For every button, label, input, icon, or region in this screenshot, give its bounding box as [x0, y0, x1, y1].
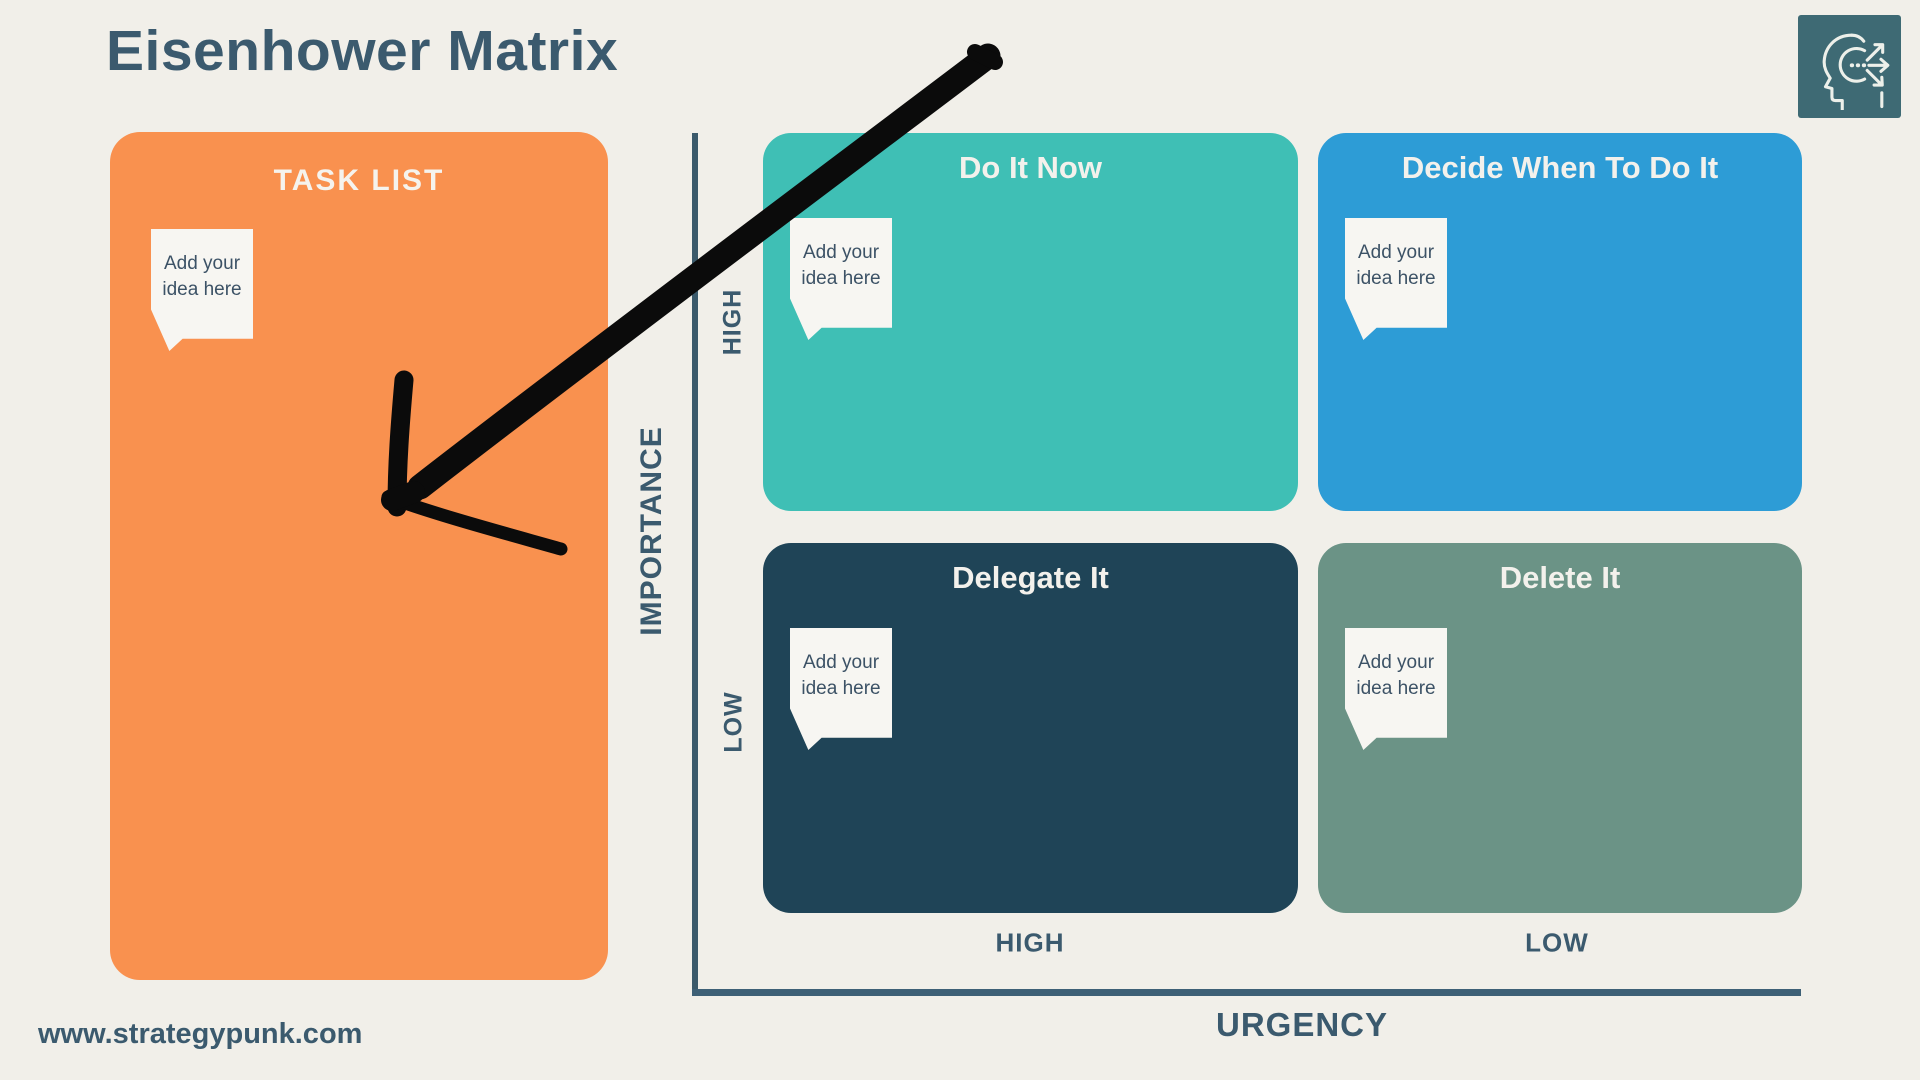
quadrant-decide-when: Decide When To Do It Add your idea here	[1318, 133, 1802, 511]
urgency-low-label: LOW	[1525, 927, 1589, 958]
urgency-axis-label: URGENCY	[1215, 1006, 1389, 1043]
head-with-arrows-icon	[1822, 33, 1889, 110]
page-title: Eisenhower Matrix	[106, 19, 619, 83]
sticky-note-task-list[interactable]: Add your idea here	[151, 229, 253, 351]
importance-axis-line	[692, 133, 698, 996]
urgency-high-label: HIGH	[995, 927, 1065, 958]
quadrant-delegate-it: Delegate It Add your idea here	[763, 543, 1298, 913]
importance-high-label: HIGH	[718, 288, 747, 356]
quadrant-title: Delegate It	[952, 560, 1109, 595]
quadrant-title: Do It Now	[959, 150, 1102, 185]
quadrant-delete-it: Delete It Add your idea here	[1318, 543, 1802, 913]
website-link[interactable]: www.strategypunk.com	[38, 1018, 363, 1050]
brand-logo	[1798, 15, 1901, 118]
urgency-axis-line	[692, 989, 1801, 996]
importance-axis-label: IMPORTANCE	[635, 426, 668, 636]
quadrant-do-it-now: Do It Now Add your idea here	[763, 133, 1298, 511]
sticky-note-do-it-now[interactable]: Add your idea here	[790, 218, 892, 340]
sticky-note-delegate-it[interactable]: Add your idea here	[790, 628, 892, 750]
quadrant-title: Decide When To Do It	[1401, 150, 1719, 185]
sticky-note-decide-when[interactable]: Add your idea here	[1345, 218, 1447, 340]
sticky-note-delete-it[interactable]: Add your idea here	[1345, 628, 1447, 750]
task-list-title: TASK LIST	[273, 164, 445, 197]
quadrant-title: Delete It	[1499, 560, 1621, 595]
importance-low-label: LOW	[719, 691, 748, 753]
task-list-panel: TASK LIST Add your idea here	[110, 132, 608, 980]
